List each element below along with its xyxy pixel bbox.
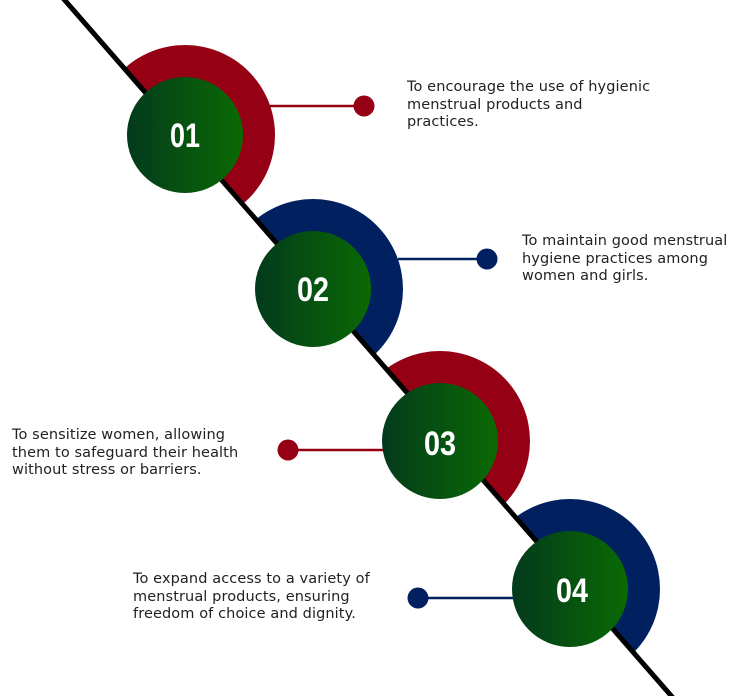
badge-03 (382, 383, 498, 499)
badge-01 (127, 77, 243, 193)
step-number-01: 01 (170, 117, 200, 155)
step-number-02: 02 (297, 271, 329, 309)
step-number-04: 04 (556, 572, 588, 610)
badge-02 (255, 231, 371, 347)
dot-03 (277, 439, 299, 461)
step-text-03: To sensitize women, allowing them to saf… (12, 427, 239, 478)
dot-02 (476, 248, 498, 270)
step-text-04: To expand access to a variety of menstru… (133, 571, 370, 622)
dot-04 (407, 587, 429, 609)
step-text-01: To encourage the use of hygienic menstru… (407, 79, 651, 130)
badge-04 (512, 531, 628, 647)
step-number-03: 03 (424, 425, 456, 463)
step-text-02: To maintain good menstrual hygiene pract… (522, 233, 728, 284)
dot-01 (353, 95, 375, 117)
